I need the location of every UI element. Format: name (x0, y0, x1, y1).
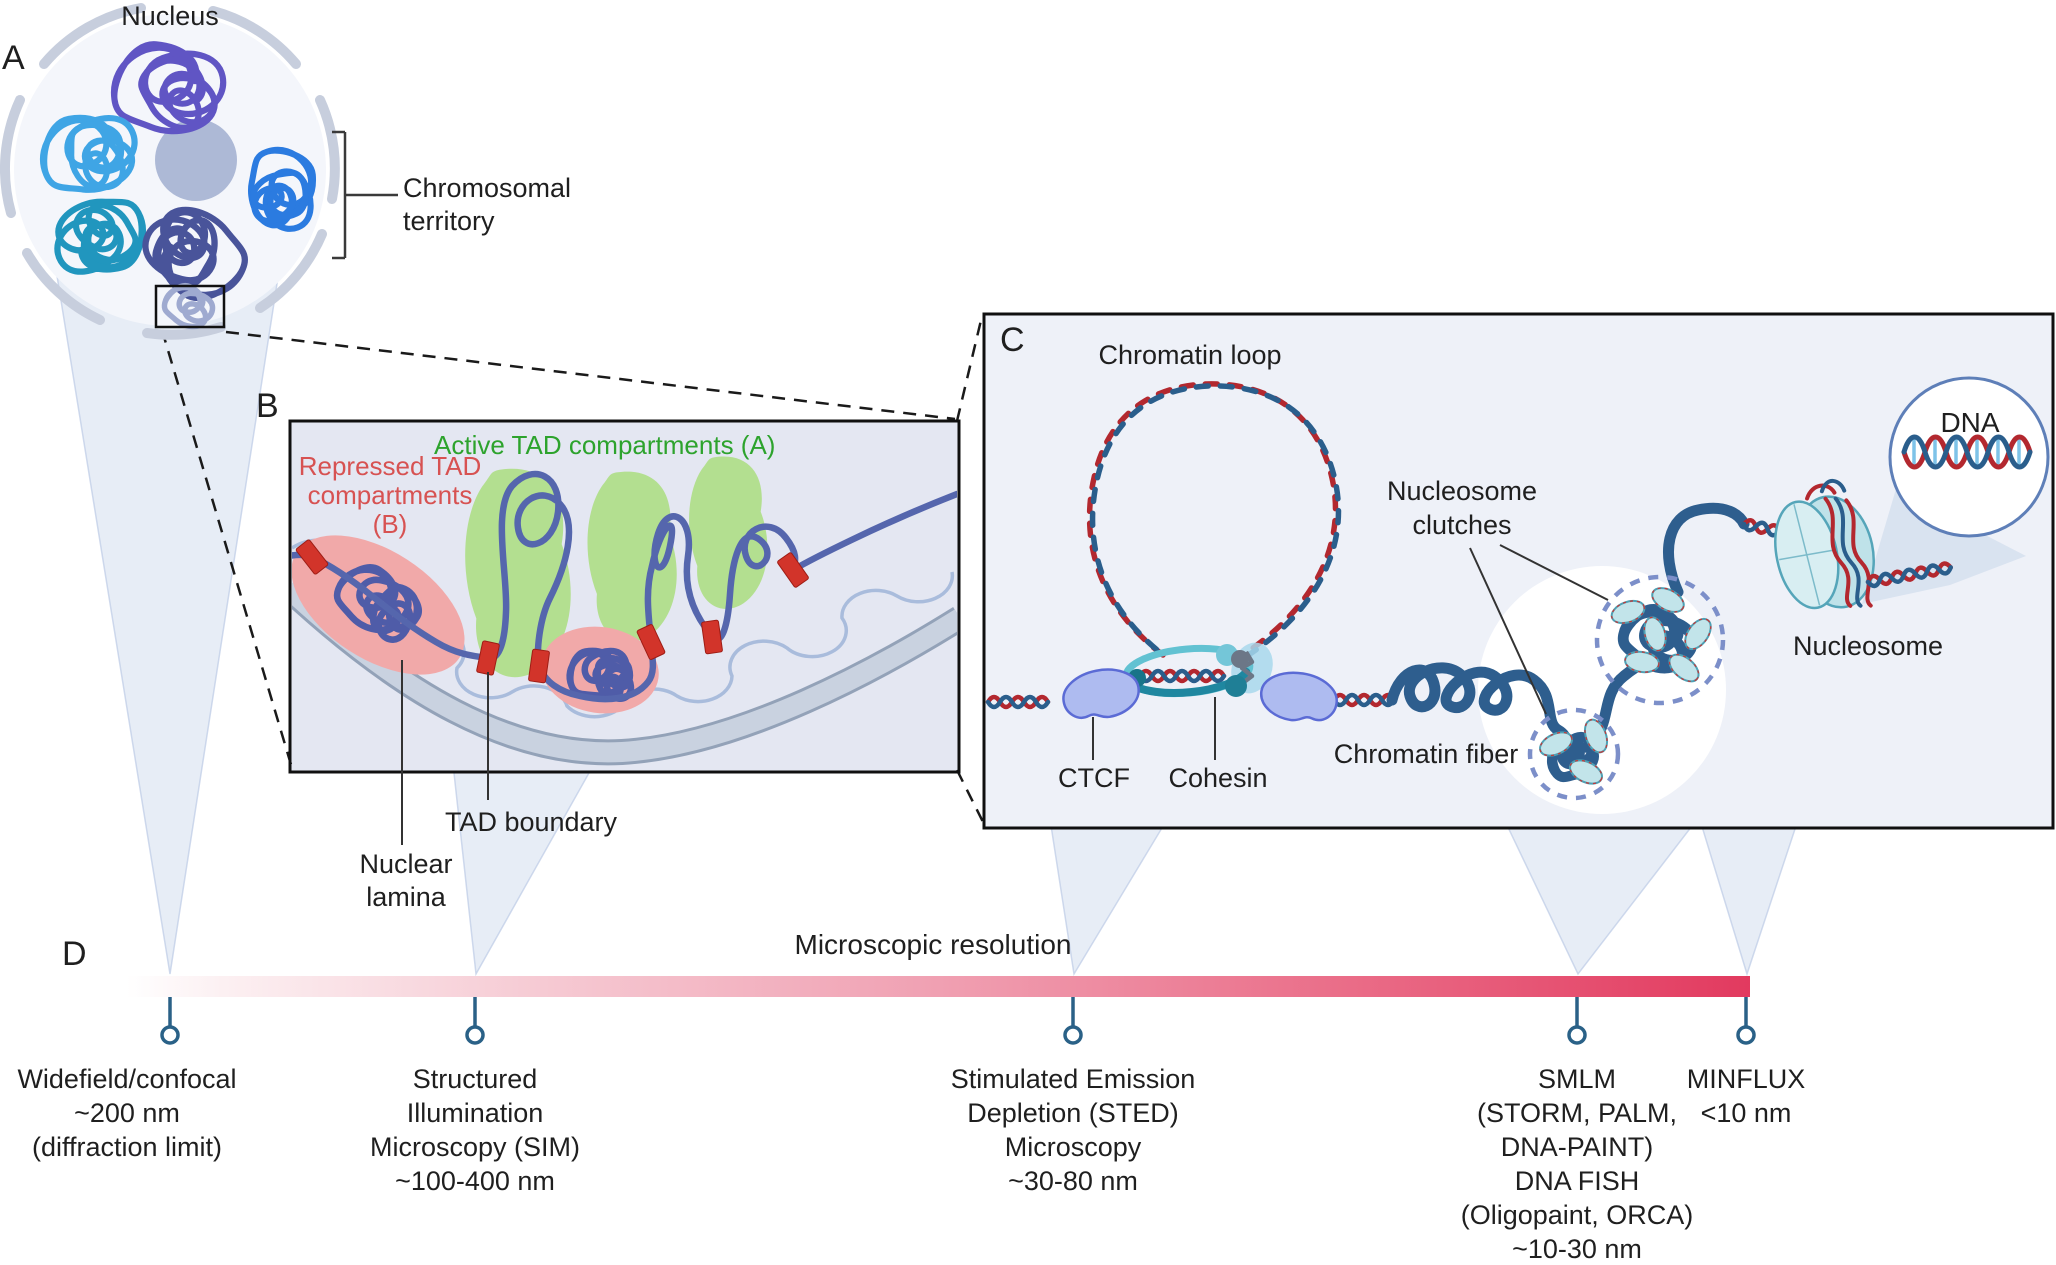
marker-sted (1063, 997, 1083, 1045)
territory-bracket (332, 130, 398, 260)
nucleus-label: Nucleus (121, 1, 219, 31)
panel-c-letter: C (1000, 321, 1025, 359)
resolution-scale (126, 976, 1756, 1045)
panel-b-content (292, 456, 957, 766)
repressed-line-1: Repressed TAD (298, 451, 482, 481)
nuclear-lamina-label: Nuclear lamina (331, 848, 481, 914)
sim-line-2: Illumination (406, 1098, 544, 1128)
repressed-line-2: compartments (307, 480, 473, 510)
panel-d-letter: D (62, 935, 87, 973)
nucleosome-clutches-label: Nucleosome clutches (1362, 474, 1562, 542)
panel-c-border (982, 312, 2055, 830)
territory-line-1: Chromosomal (403, 173, 572, 203)
cone-widefield (51, 244, 284, 975)
sted-line-4: ~30-80 nm (1008, 1166, 1138, 1196)
dna-magnifier-circle (1888, 376, 2050, 538)
chromosome-thread (292, 470, 957, 703)
active-tad-label: Active TAD compartments (A) (434, 430, 776, 460)
sted-line-2: Depletion (STED) (967, 1098, 1179, 1128)
chromatin-loop-helix (1086, 381, 1342, 660)
marker-smlm (1567, 997, 1587, 1045)
smlm-line-4: DNA FISH (1514, 1166, 1640, 1196)
technique-sim: Structured Illumination Microscopy (SIM)… (315, 1062, 635, 1198)
linker-dna-right (1865, 561, 1953, 589)
territory-line-2: territory (403, 206, 495, 236)
smlm-line-3: DNA-PAINT) (1500, 1132, 1654, 1162)
chromatin-loop-label: Chromatin loop (1098, 340, 1282, 370)
sted-line-3: Microscopy (1004, 1132, 1142, 1162)
technique-sted: Stimulated Emission Depletion (STED) Mic… (913, 1062, 1233, 1198)
smlm-line-2: (STORM, PALM, (1476, 1098, 1678, 1128)
clutches-line-1: Nucleosome (1386, 476, 1538, 506)
nucleosome-label: Nucleosome (1792, 631, 1944, 661)
smlm-line-5: (Oligopaint, ORCA) (1460, 1200, 1694, 1230)
repressed-tad-label: Repressed TAD compartments (B) (270, 452, 510, 539)
sted-line-1: Stimulated Emission (950, 1064, 1196, 1094)
repressed-line-3: (B) (372, 509, 408, 539)
tad-boundary-label: TAD boundary (444, 807, 618, 837)
dna-double-helix-icon (1901, 434, 2033, 470)
anchor-dna-helix (985, 668, 1397, 710)
sim-line-3: Microscopy (SIM) (369, 1132, 580, 1162)
lamina-line-1: Nuclear (359, 849, 453, 879)
dna-label: DNA (1940, 407, 2000, 438)
technique-minflux: MINFLUX <10 nm (1586, 1062, 1906, 1130)
ctcf-label: CTCF (1058, 763, 1130, 793)
widefield-line-3: (diffraction limit) (31, 1132, 223, 1162)
ctcf-proteins (1062, 668, 1338, 722)
tad-boundary-markers (295, 539, 809, 684)
microscopic-resolution-title: Microscopic resolution (794, 929, 1072, 960)
cohesin-ring (1122, 642, 1273, 698)
sim-line-4: ~100-400 nm (395, 1166, 555, 1196)
smlm-line-1: SMLM (1537, 1064, 1616, 1094)
lamina-line-2: lamina (366, 882, 446, 912)
technique-smlm: SMLM (STORM, PALM, DNA-PAINT) DNA FISH (… (1417, 1062, 1737, 1265)
widefield-line-2: ~200 nm (74, 1098, 180, 1128)
cone-minflux (1698, 819, 1800, 977)
marker-widefield (160, 997, 180, 1045)
sim-line-1: Structured (412, 1064, 538, 1094)
nucleosome-clutches (1527, 574, 1726, 801)
technique-widefield: Widefield/confocal ~200 nm (diffraction … (0, 1062, 287, 1164)
nuclear-envelope-arcs (0, 3, 340, 340)
chromosomal-territory-label: Chromosomal territory (403, 172, 571, 238)
chromatin-fiber-label: Chromatin fiber (1333, 739, 1519, 769)
nucleus-zoom-box (154, 284, 226, 329)
zoom-connector-lines (160, 315, 986, 825)
minflux-line-1: MINFLUX (1686, 1064, 1806, 1094)
panel-a-letter: A (2, 39, 25, 77)
nucleus-illustration (0, 3, 340, 340)
panel-b-border (288, 419, 961, 774)
clutches-line-2: clutches (1412, 510, 1512, 540)
nucleolus (155, 119, 237, 201)
pointer-lines (332, 130, 1609, 845)
resolution-gradient-bar (126, 976, 1750, 997)
kleisin-hook (1239, 650, 1255, 684)
marker-sim (465, 997, 485, 1045)
nucleosome-illustration (1774, 478, 1875, 610)
minflux-line-2: <10 nm (1700, 1098, 1792, 1128)
panel-c-content (985, 376, 2050, 814)
marker-minflux (1736, 997, 1756, 1045)
panel-b-letter: B (256, 387, 279, 425)
cohesin-label: Cohesin (1168, 763, 1268, 793)
smlm-line-6: ~10-30 nm (1512, 1234, 1642, 1264)
widefield-line-1: Widefield/confocal (17, 1064, 237, 1094)
